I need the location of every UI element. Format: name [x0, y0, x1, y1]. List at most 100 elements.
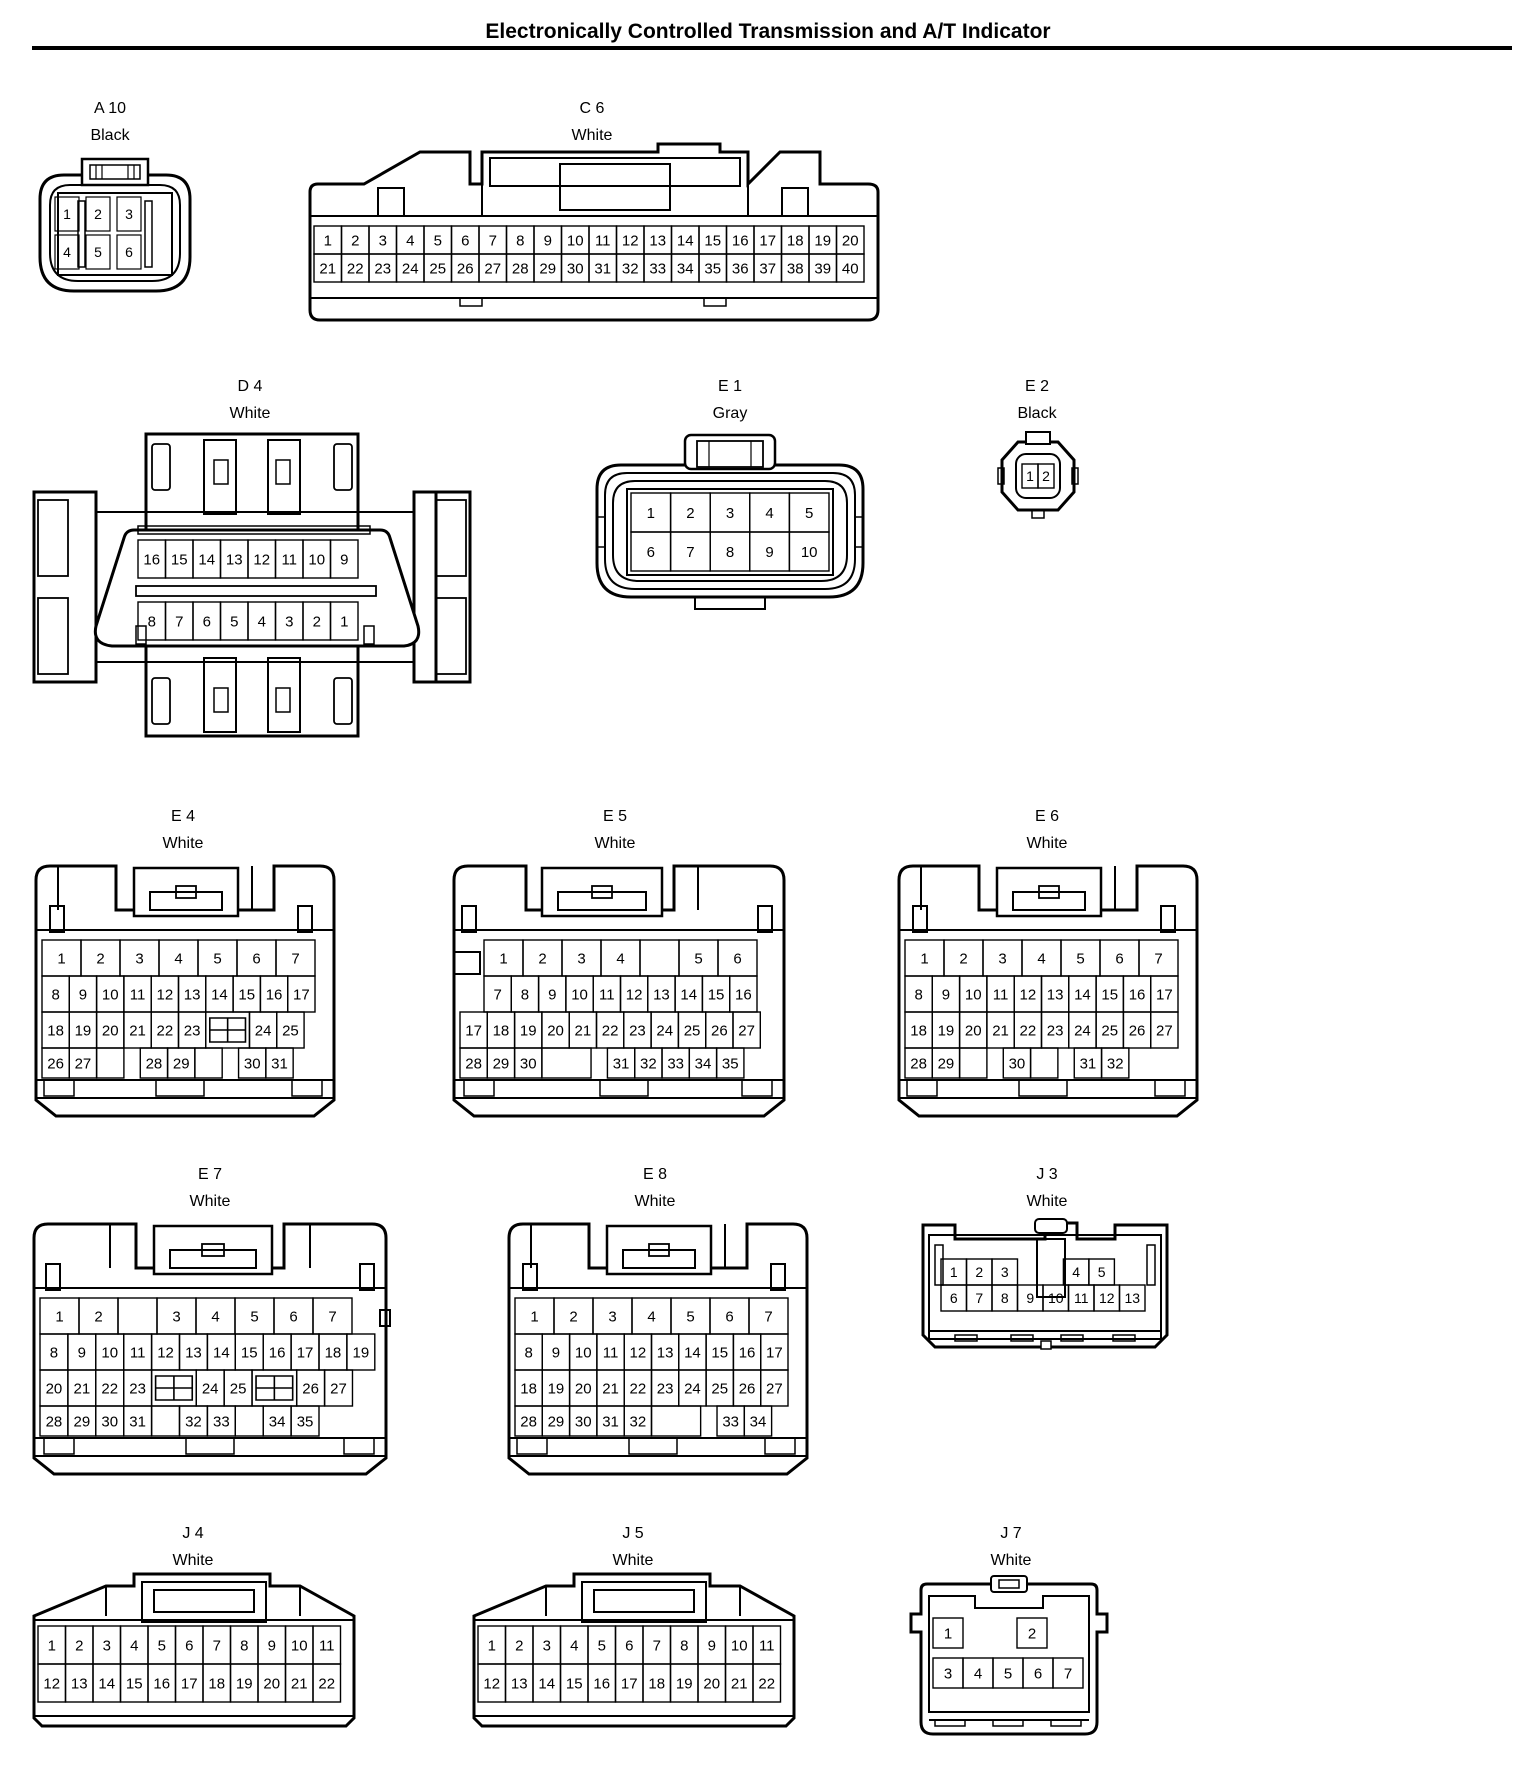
pin-label: 9 — [708, 1637, 716, 1654]
blank-cavity — [194, 1047, 223, 1079]
pin-label: 30 — [1009, 1055, 1026, 1072]
pin-label: 11 — [759, 1637, 775, 1654]
pin-label: 12 — [622, 232, 639, 249]
pin-label: 31 — [594, 260, 611, 277]
page-title: Electronically Controlled Transmission a… — [485, 20, 1051, 43]
pin-label: 11 — [130, 986, 146, 1003]
pin-label: 12 — [157, 986, 174, 1003]
pin-label: 7 — [328, 1308, 336, 1325]
pin-label: 28 — [465, 1055, 482, 1072]
pin-label: 22 — [630, 1380, 647, 1397]
connector-e5-id: E 5 — [602, 808, 627, 825]
connector-e4-color: White — [162, 835, 204, 852]
pin-label: 13 — [184, 986, 201, 1003]
pin-label: 32 — [622, 260, 639, 277]
pin-label: 35 — [704, 260, 721, 277]
pin-label: 10 — [575, 1344, 592, 1361]
blank-cavity — [117, 1297, 158, 1335]
pin-label: 12 — [157, 1344, 174, 1361]
connector-d4-id: D 4 — [237, 378, 263, 395]
pin-label: 26 — [457, 260, 474, 277]
pin-label: 8 — [51, 986, 59, 1003]
pin-cell — [835, 253, 865, 283]
pin-label: 18 — [648, 1675, 665, 1692]
blank-cavity — [541, 1047, 592, 1079]
pin-label: 7 — [1064, 1665, 1072, 1682]
pin-label: 11 — [1074, 1290, 1089, 1306]
pin-cell — [1052, 1657, 1084, 1689]
pin-label: 23 — [184, 1022, 201, 1039]
pin-label: 18 — [208, 1675, 225, 1692]
pin-label: 17 — [759, 232, 776, 249]
pin-cell — [1016, 1617, 1048, 1649]
pin-label: 4 — [974, 1665, 982, 1682]
pin-label: 3 — [172, 1308, 180, 1325]
pin-label: 2 — [1042, 468, 1050, 484]
pin-label: 29 — [539, 260, 556, 277]
pin-label: 24 — [255, 1022, 272, 1039]
pin-label: 8 — [148, 613, 156, 630]
pin-label: 8 — [524, 1344, 532, 1361]
pin-label: 7 — [489, 232, 497, 249]
pin-label: 2 — [686, 505, 694, 522]
pin-label: 15 — [126, 1675, 143, 1692]
pin-label: 18 — [520, 1380, 537, 1397]
pin-label: 22 — [347, 260, 364, 277]
pin-label: 29 — [938, 1055, 955, 1072]
pin-label: 23 — [374, 260, 391, 277]
pin-label: 6 — [625, 1637, 633, 1654]
pin-label: 10 — [308, 551, 325, 568]
pin-label: 13 — [71, 1675, 88, 1692]
pin-label: 16 — [732, 232, 749, 249]
pin-cell — [85, 196, 111, 232]
pin-label: 27 — [738, 1022, 755, 1039]
pin-label: 5 — [158, 1637, 166, 1654]
pin-label: 3 — [543, 1637, 551, 1654]
pin-label: 16 — [739, 1344, 756, 1361]
pin-label: 27 — [766, 1380, 783, 1397]
pin-label: 30 — [575, 1413, 592, 1430]
pin-label: 15 — [708, 986, 725, 1003]
pin-label: 1 — [488, 1637, 496, 1654]
pin-label: 16 — [1129, 986, 1146, 1003]
pin-label: 7 — [975, 1290, 983, 1306]
pin-label: 17 — [293, 986, 310, 1003]
pin-label: 3 — [1001, 1264, 1009, 1280]
pin-label: 2 — [959, 950, 967, 967]
pin-label: 7 — [493, 986, 501, 1003]
pin-label: 33 — [213, 1413, 230, 1430]
pin-label: 26 — [302, 1380, 319, 1397]
title-rule — [32, 46, 1512, 50]
connector-a10-color: Black — [90, 127, 130, 144]
pin-label: 28 — [46, 1413, 63, 1430]
pin-label: 7 — [653, 1637, 661, 1654]
pin-label: 5 — [94, 244, 102, 260]
pin-label: 31 — [271, 1055, 288, 1072]
pin-label: 12 — [43, 1675, 60, 1692]
pin-label: 9 — [78, 1344, 86, 1361]
pin-label: 5 — [686, 1308, 694, 1325]
pin-label: 15 — [238, 986, 255, 1003]
pin-label: 4 — [1037, 950, 1045, 967]
pin-label: 4 — [406, 232, 414, 249]
pin-label: 9 — [942, 986, 950, 1003]
pin-label: 4 — [63, 244, 71, 260]
pin-label: 33 — [649, 260, 666, 277]
connector-e4-id: E 4 — [170, 808, 195, 825]
pin-label: 14 — [677, 232, 694, 249]
pin-label: 14 — [684, 1344, 701, 1361]
pin-label: 30 — [567, 260, 584, 277]
blank-cavity — [234, 1405, 264, 1437]
pin-label: 27 — [1156, 1022, 1173, 1039]
pin-label: 21 — [575, 1022, 592, 1039]
pin-label: 26 — [47, 1055, 64, 1072]
pin-label: 15 — [704, 232, 721, 249]
pin-label: 6 — [733, 950, 741, 967]
pin-label: 20 — [46, 1380, 63, 1397]
